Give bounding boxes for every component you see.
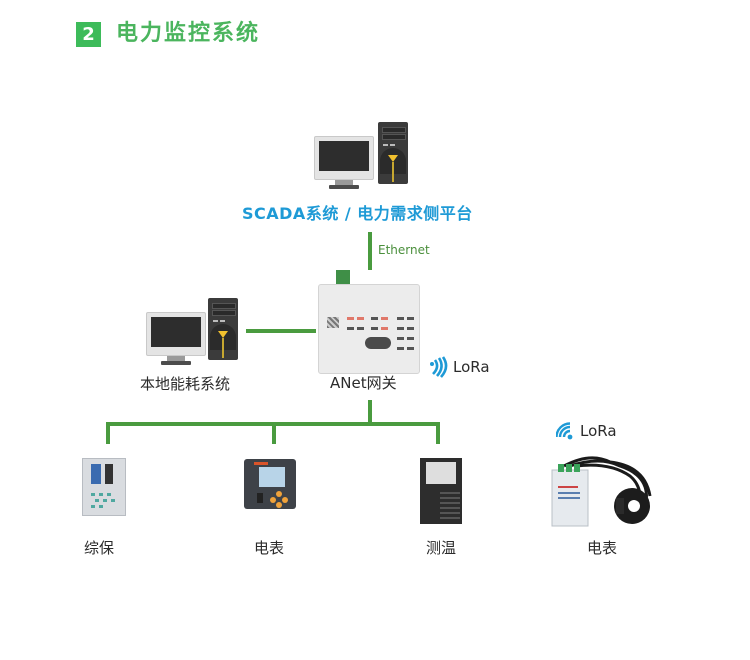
local-link-line bbox=[246, 329, 316, 333]
gateway-terminal-connector bbox=[336, 270, 350, 284]
temperature-module-icon bbox=[420, 458, 462, 524]
qr-code-icon bbox=[327, 317, 339, 328]
scada-computer bbox=[314, 122, 414, 192]
lora-gateway-badge: LoRa bbox=[428, 354, 508, 380]
lora-meter-badge: LoRa bbox=[556, 420, 636, 444]
power-meter-icon bbox=[244, 459, 296, 509]
device-label-temperature: 测温 bbox=[426, 539, 457, 557]
bus-branch-protection bbox=[106, 422, 110, 444]
monitor-icon bbox=[314, 136, 374, 189]
pc-tower-icon bbox=[208, 298, 238, 360]
device-label-wireless-meter: 电表 bbox=[587, 539, 618, 557]
ethernet-label: Ethernet bbox=[378, 243, 430, 257]
bus-branch-meter bbox=[272, 422, 276, 444]
monitor-icon bbox=[146, 312, 206, 365]
lora-label: LoRa bbox=[580, 422, 617, 440]
lora-label: LoRa bbox=[453, 358, 490, 376]
section-number-badge: 2 bbox=[76, 22, 101, 47]
wireless-meter-icon bbox=[550, 456, 670, 532]
wireless-signal-icon bbox=[430, 356, 448, 378]
section-title: 电力监控系统 bbox=[116, 21, 261, 46]
bus-drop-line bbox=[368, 400, 372, 424]
pc-tower-icon bbox=[378, 122, 408, 184]
local-energy-system-label: 本地能耗系统 bbox=[140, 375, 231, 393]
ethernet-link-line bbox=[368, 232, 372, 270]
protection-relay-icon bbox=[82, 458, 126, 516]
scada-platform-label: SCADA系统 / 电力需求侧平台 bbox=[242, 204, 473, 223]
device-label-protection: 综保 bbox=[84, 539, 115, 557]
anet-gateway-device bbox=[318, 284, 420, 374]
serial-port-icon bbox=[365, 337, 391, 349]
local-energy-computer bbox=[146, 298, 246, 368]
device-label-meter: 电表 bbox=[254, 539, 285, 557]
anet-gateway-label: ANet网关 bbox=[330, 374, 397, 392]
wifi-signal-icon bbox=[556, 422, 573, 440]
bus-branch-temperature bbox=[436, 422, 440, 444]
